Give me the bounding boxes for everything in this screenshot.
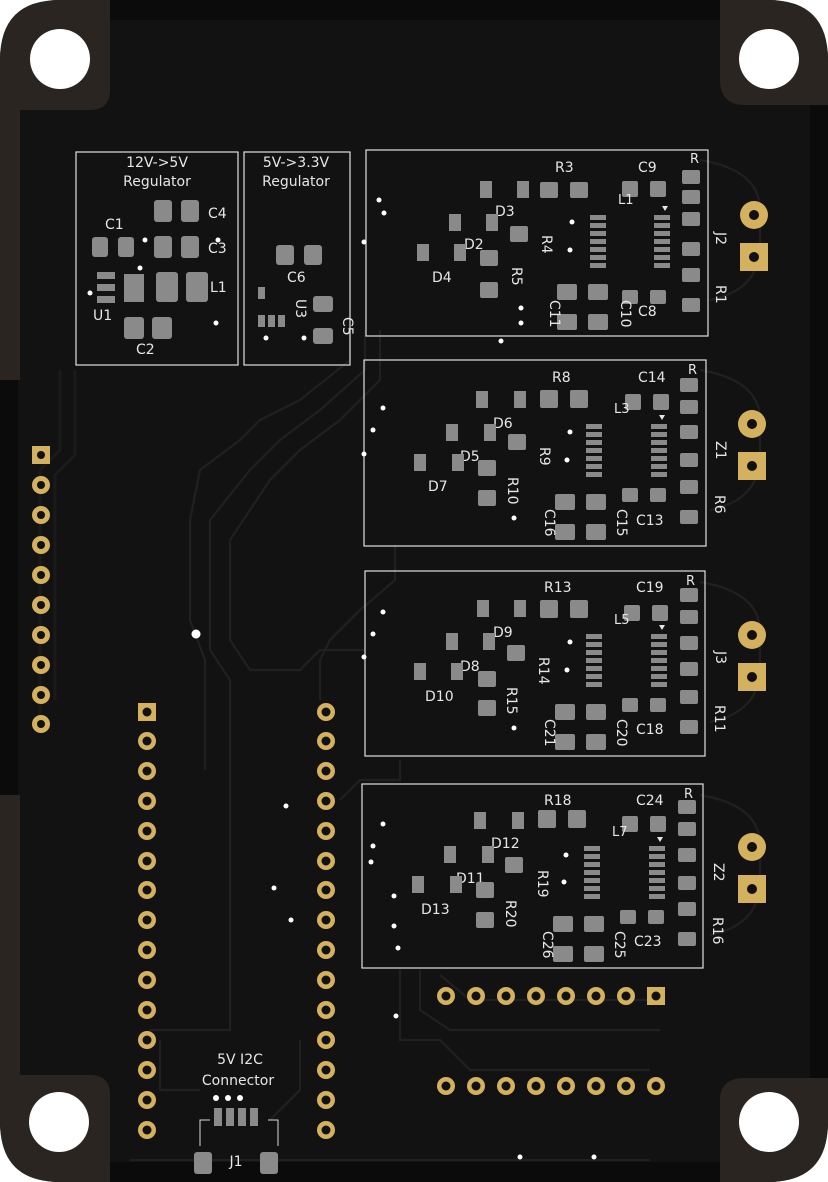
regulator-12v-5v: 12V->5V Regulator C4 C3 L1 C1 U1 C2	[75, 151, 239, 366]
reg12-title-line2: Regulator	[123, 174, 191, 190]
reg12-ref-c3: C3	[208, 241, 227, 257]
ch3-ref-c21: C21	[541, 719, 557, 747]
ch4-ref-r19: R19	[534, 870, 550, 898]
ch1-ref-r4: R4	[538, 235, 554, 254]
channel-block-3: R13 C19 L5 D9 D8 D10 R14 R15	[361, 570, 728, 757]
reg5-ref-c5: C5	[339, 317, 355, 336]
bottom-header-upper	[437, 987, 665, 1005]
ch2-ref-d6: D6	[493, 416, 513, 432]
ch2-ref-c16: C16	[541, 509, 557, 537]
ch4-ref-z2: Z2	[710, 863, 726, 882]
mcu-header-left	[138, 703, 156, 1139]
ch4-ref-r-top: R	[684, 787, 693, 802]
output-terminals	[738, 201, 768, 903]
reg5-outline	[243, 151, 351, 366]
bottom-header-lower	[437, 1077, 665, 1095]
ch4-ref-c26: C26	[539, 931, 555, 959]
ch2-ref-r6: R6	[711, 495, 727, 514]
i2c-connector: 5V I2C Connector J1	[194, 1052, 279, 1174]
reg5-title-line1: 5V->3.3V	[263, 155, 330, 171]
ch2-ref-r9: R9	[536, 447, 552, 466]
ch4-ref-r20: R20	[502, 900, 518, 928]
ch4-ref-r18: R18	[544, 793, 572, 809]
ch1-ref-c9: C9	[638, 160, 657, 176]
reg12-ref-c4: C4	[208, 206, 227, 222]
ch3-ref-r15: R15	[503, 687, 519, 715]
mounting-hole-top-right	[739, 29, 799, 89]
ch4-ref-r16: R16	[709, 917, 725, 945]
ch1-ref-r3: R3	[555, 160, 574, 176]
mounting-holes	[29, 29, 799, 1152]
mounting-hole-bottom-right	[739, 1092, 799, 1152]
ch4-ref-l7: L7	[612, 825, 628, 840]
ch1-ref-r5: R5	[508, 267, 524, 286]
reg12-title-line1: 12V->5V	[126, 155, 188, 171]
ch1-ref-c10: C10	[617, 300, 633, 328]
ch1-ref-c11: C11	[546, 300, 562, 328]
i2c-ref-j1: J1	[228, 1154, 242, 1170]
ch3-ref-l5: L5	[614, 613, 630, 628]
ch1-ref-r1: R1	[712, 285, 728, 304]
mcu-header-right	[317, 703, 335, 1139]
i2c-label-line1: 5V I2C	[217, 1052, 263, 1068]
i2c-label-line2: Connector	[202, 1073, 274, 1089]
ch3-ref-d9: D9	[493, 625, 513, 641]
reg5-ref-c6: C6	[287, 270, 306, 286]
reg12-ref-c1: C1	[105, 217, 124, 233]
ch3-ref-r11: R11	[711, 705, 727, 733]
ch3-ref-r14: R14	[535, 657, 551, 685]
ch4-ref-c24: C24	[636, 793, 664, 809]
reg12-ref-l1: L1	[210, 280, 227, 296]
ch4-ref-d12: D12	[491, 836, 520, 852]
left-header-10pin	[32, 446, 50, 733]
channel-block-4: R18 C24 L7 D12 D11 D13 R19 R20	[361, 783, 726, 969]
ch2-ref-d5: D5	[460, 449, 480, 465]
ch2-ref-r10: R10	[504, 477, 520, 505]
mounting-hole-bottom-left	[29, 1092, 89, 1152]
ch4-ref-c25: C25	[611, 931, 627, 959]
ch1-ref-l1: L1	[618, 193, 634, 208]
mounting-hole-top-left	[30, 29, 90, 89]
channel-block-2: R8 C14 L3 D6 D5 D7 R9 R10	[361, 359, 728, 547]
ch3-ref-d8: D8	[460, 659, 480, 675]
misc-vias	[191, 629, 597, 1160]
ch3-ref-c18: C18	[636, 722, 664, 738]
ch2-ref-l3: L3	[614, 402, 630, 417]
ch2-ref-r-top: R	[688, 363, 697, 378]
reg12-ref-c2: C2	[136, 342, 155, 358]
ch1-ref-j2: J2	[712, 231, 728, 245]
ch4-ref-d13: D13	[421, 902, 450, 918]
channel-block-1: R3 C9 L1 D3 D2 D4 R4 R5	[361, 149, 728, 344]
ch1-ref-d4: D4	[432, 270, 452, 286]
ch2-ref-d7: D7	[428, 479, 448, 495]
ch1-ref-d2: D2	[464, 237, 484, 253]
ch3-ref-c20: C20	[613, 719, 629, 747]
ch4-ref-c23: C23	[634, 934, 662, 950]
ch1-ref-d3: D3	[495, 204, 515, 220]
reg5-title-line2: Regulator	[262, 174, 330, 190]
ch3-ref-r13: R13	[544, 580, 572, 596]
ch3-ref-c19: C19	[636, 580, 664, 596]
reg12-outline	[75, 151, 239, 366]
ch2-ref-z1: Z1	[712, 441, 728, 460]
reg12-ref-u1: U1	[93, 308, 112, 324]
ch1-ref-r-top: R	[690, 152, 699, 167]
ch2-ref-c15: C15	[613, 509, 629, 537]
ch3-ref-r-top: R	[686, 574, 695, 589]
reg5-ref-u3: U3	[292, 299, 308, 318]
ch2-ref-r8: R8	[552, 370, 571, 386]
ch2-ref-c14: C14	[638, 370, 666, 386]
ch2-ref-c13: C13	[636, 513, 664, 529]
ch3-ref-j3: J3	[712, 650, 728, 664]
ch1-ref-c8: C8	[638, 304, 657, 320]
ch3-ref-d10: D10	[425, 689, 454, 705]
regulator-5v-3v3: 5V->3.3V Regulator C6 U3 C5	[243, 151, 355, 366]
